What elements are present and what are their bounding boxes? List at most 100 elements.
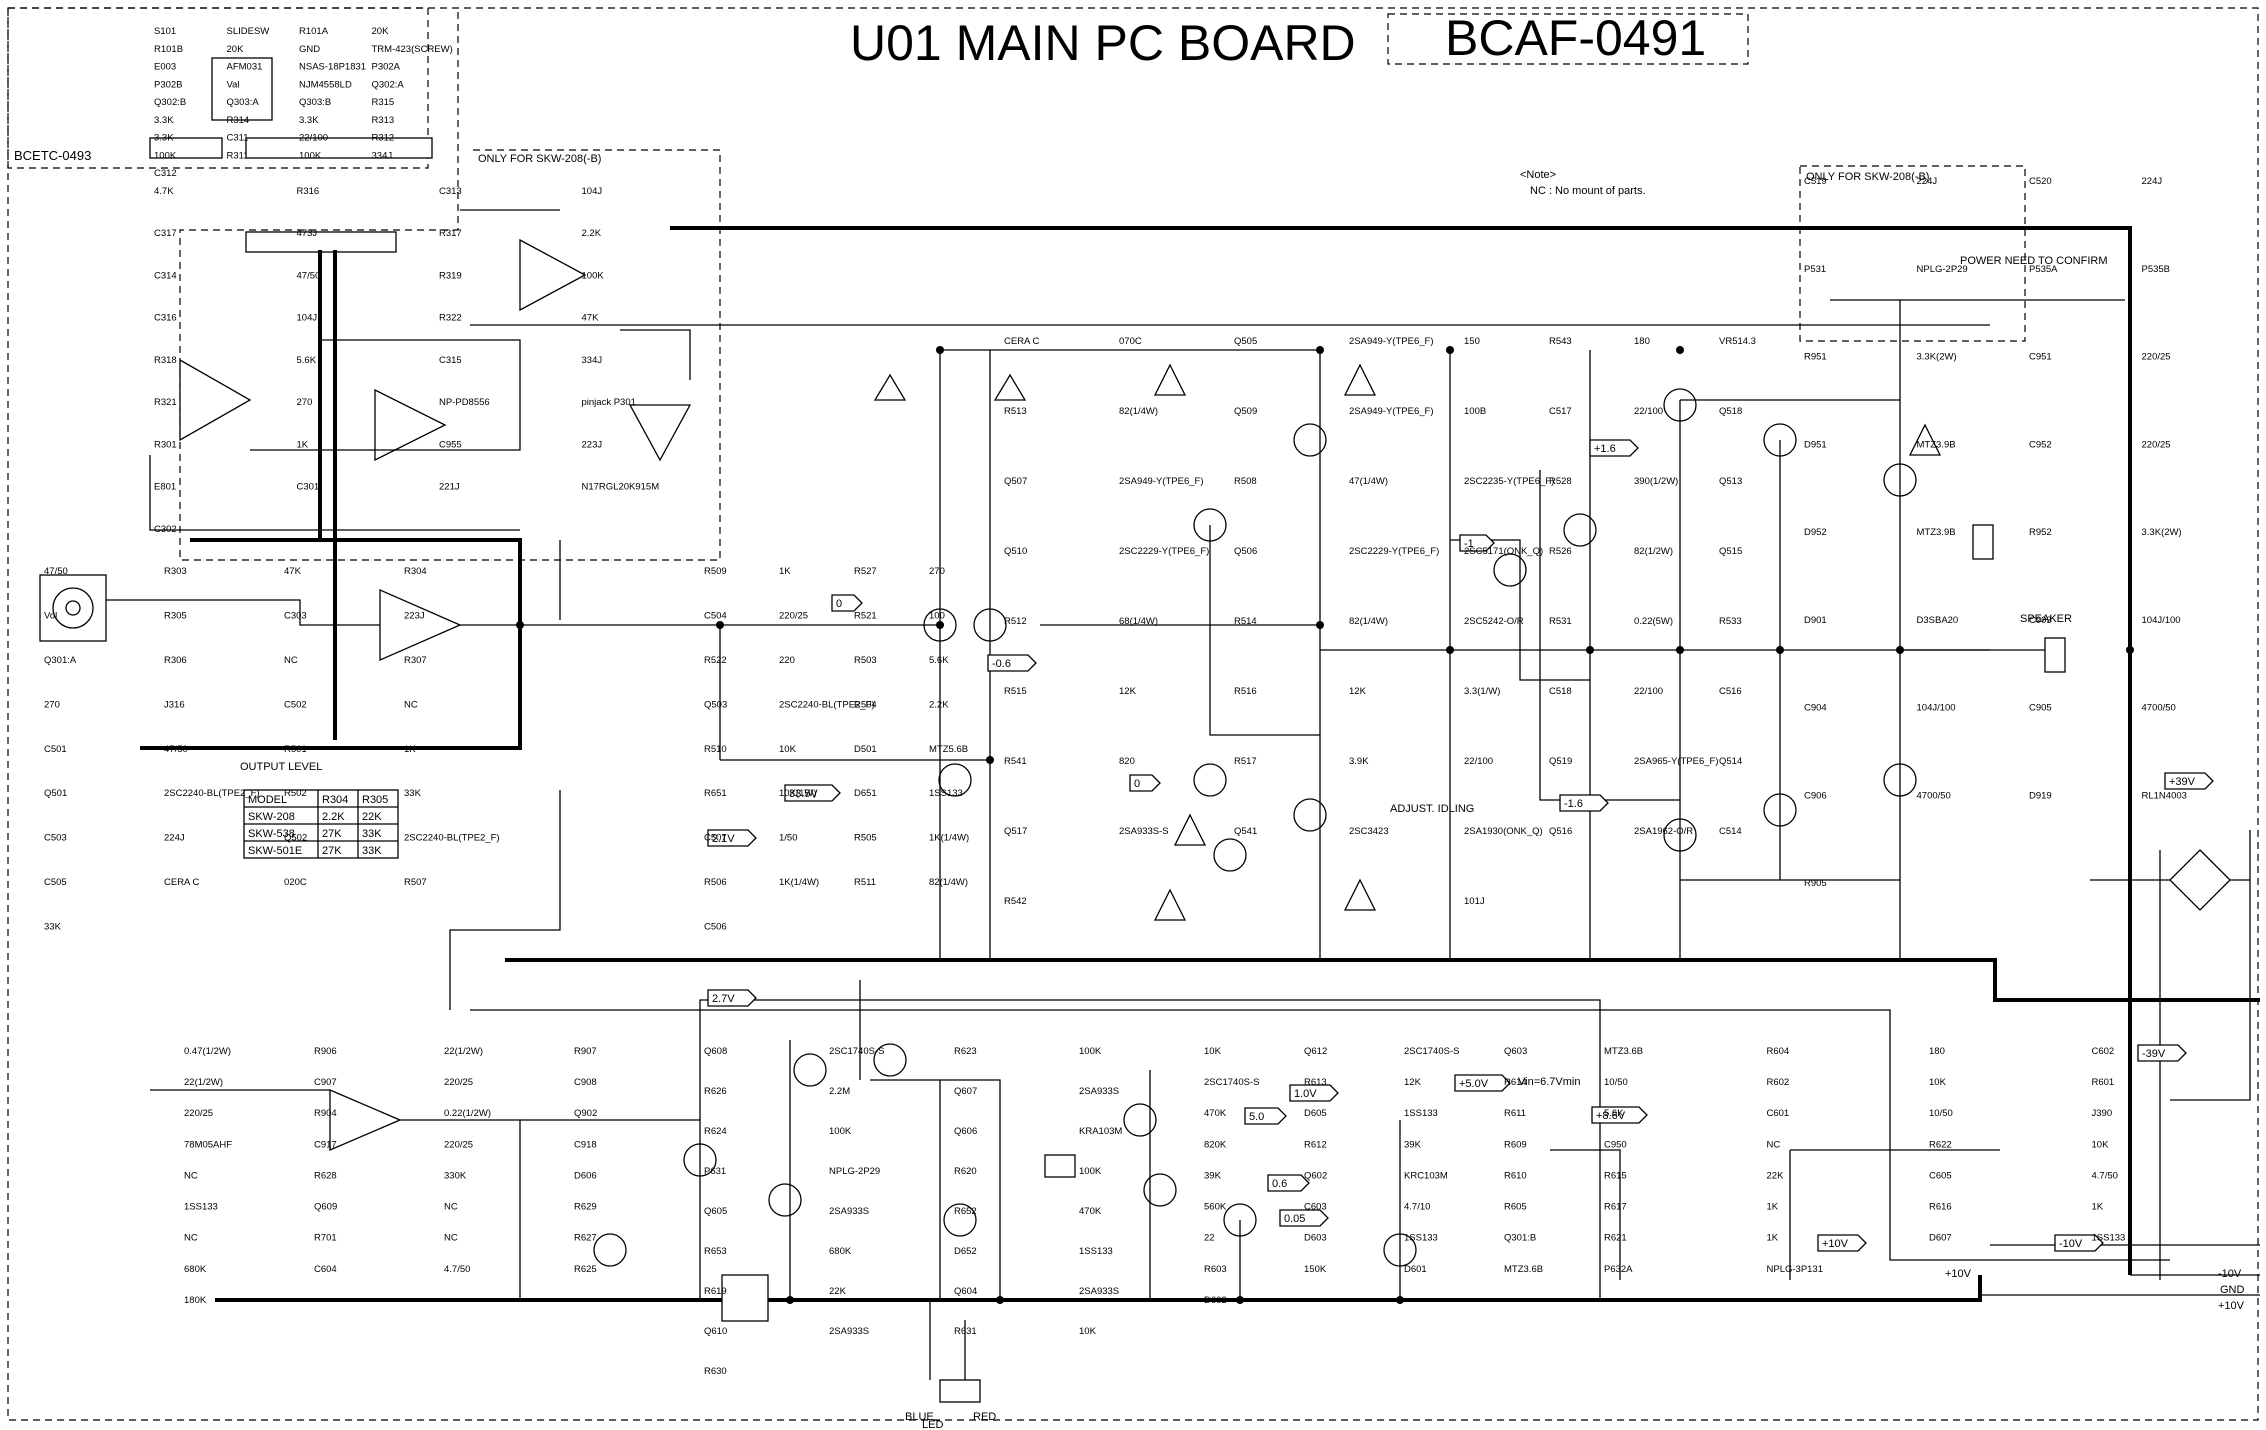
voltage-flag: +10V <box>1817 1234 1867 1252</box>
component-label: 180K <box>184 1295 207 1306</box>
component-label: NPLG-2P29 <box>829 1166 880 1177</box>
option-a-label: ONLY FOR SKW-208(-B) <box>478 153 601 165</box>
component-label: D602 <box>1204 1295 1227 1306</box>
component-label: C506 <box>704 922 727 933</box>
component-label: R651 <box>704 788 727 799</box>
component-label: 22K <box>829 1286 847 1297</box>
component-label: R602 <box>1767 1077 1790 1088</box>
component-label: 223J <box>582 439 603 450</box>
voltage-flag-text: +39V <box>2169 776 2196 788</box>
component-label: 22/100 <box>1464 756 1493 767</box>
component-label: C952 <box>2029 439 2052 450</box>
rail-label: +10V <box>2218 1300 2245 1312</box>
component-label: 5.6K <box>1604 1108 1624 1119</box>
component-label: 104J <box>582 186 603 197</box>
component-label: Q608 <box>704 1046 727 1057</box>
component-label: Q612 <box>1304 1046 1327 1057</box>
component-label: C507 <box>704 833 727 844</box>
component-label: 4700/50 <box>1917 790 1951 801</box>
component-label: R317 <box>439 228 462 239</box>
component-label: C903 <box>2029 615 2052 626</box>
component-label: C955 <box>439 439 462 450</box>
table-cell: 27K <box>322 845 342 857</box>
table-cell: SKW-538 <box>248 828 295 840</box>
component-label: AFM031 <box>227 62 263 73</box>
pin-jack-p301 <box>39 574 107 642</box>
component-label: 104J <box>297 313 318 324</box>
component-label: 39K <box>1404 1139 1422 1150</box>
voltage-flag: +39V <box>2164 772 2214 790</box>
connector-p302a <box>245 137 433 159</box>
component-label: NC <box>1767 1139 1781 1150</box>
component-label: Q516 <box>1549 826 1572 837</box>
component-label: C516 <box>1719 686 1742 697</box>
voltage-flag-text: -1 <box>1464 538 1474 550</box>
component-label: C605 <box>1929 1170 1952 1181</box>
component-label: D601 <box>1404 1264 1427 1275</box>
voltage-flag-text: +5.0V <box>1459 1078 1489 1090</box>
component-label: C908 <box>574 1077 597 1088</box>
component-label: 47/50 <box>44 566 68 577</box>
component-label: 180 <box>1929 1046 1945 1057</box>
component-label: 10/50 <box>1929 1108 1953 1119</box>
component-label: R509 <box>704 566 727 577</box>
note-head: <Note> <box>1520 169 1556 181</box>
component-label: C315 <box>439 355 462 366</box>
component-label: NPLG-2P29 <box>1917 264 1968 275</box>
component-label: Q302:A <box>372 79 405 90</box>
component-label: 100K <box>1079 1046 1102 1057</box>
component-label: R542 <box>1004 896 1027 907</box>
component-label: J316 <box>164 699 185 710</box>
component-label: 33K <box>44 922 62 933</box>
component-label: 47/50 <box>297 270 321 281</box>
voltage-flag-text: 2.7V <box>712 993 735 1005</box>
component-label: R701 <box>314 1233 337 1244</box>
component-label: 100K <box>829 1126 852 1137</box>
component-label: P535A <box>2029 264 2058 275</box>
table-cell: SKW-501E <box>248 845 302 857</box>
component-label: C604 <box>314 1264 337 1275</box>
component-label: 10K <box>779 744 797 755</box>
component-label: D603 <box>1304 1233 1327 1244</box>
opamp-q303b <box>628 404 692 462</box>
led-red-label: RED <box>973 1411 996 1423</box>
component-label: D951 <box>1804 439 1827 450</box>
component-label: D605 <box>1304 1108 1327 1119</box>
table-cell: SKW-208 <box>248 811 295 823</box>
component-label: R951 <box>1804 352 1827 363</box>
component-label: R301 <box>154 439 177 450</box>
component-label: R507 <box>404 877 427 888</box>
component-label: 22 <box>1204 1233 1215 1244</box>
voltage-flag: 33.5V <box>784 784 841 802</box>
component-label: C504 <box>704 610 727 621</box>
voltage-flag: 0 <box>831 594 863 612</box>
component-label: NC <box>444 1202 458 1213</box>
table-cell: 33K <box>362 845 382 857</box>
component-label: Q902 <box>574 1108 597 1119</box>
component-label: R627 <box>574 1233 597 1244</box>
component-label: 22(1/2W) <box>184 1077 223 1088</box>
voltage-flag-text: -39V <box>2142 1048 2166 1060</box>
component-label: CERA C <box>164 877 200 888</box>
opamp-q303a <box>519 238 587 312</box>
component-label: 390(1/2W) <box>1634 476 1678 487</box>
component-label: 1SS133 <box>1079 1246 1113 1257</box>
component-label: 2.2K <box>582 228 602 239</box>
component-label: C951 <box>2029 352 2052 363</box>
component-label: 220/25 <box>184 1108 213 1119</box>
component-label: C316 <box>154 313 177 324</box>
pin-jack-ring <box>52 587 94 629</box>
component-label: 2SA933S <box>1079 1086 1119 1097</box>
component-label: P632A <box>1604 1264 1633 1275</box>
component-label: C603 <box>1304 1202 1327 1213</box>
component-label: 47/50 <box>164 744 188 755</box>
component-label: 2SA933S <box>1079 1286 1119 1297</box>
component-label: R512 <box>1004 616 1027 627</box>
component-label: 2SA933S <box>829 1326 869 1337</box>
component-label: GND <box>299 44 320 55</box>
component-label: D501 <box>854 744 877 755</box>
component-label: C906 <box>1804 790 1827 801</box>
board-outline <box>7 7 2259 1421</box>
component-label: C303 <box>284 610 307 621</box>
component-label: Q302:B <box>154 97 186 108</box>
